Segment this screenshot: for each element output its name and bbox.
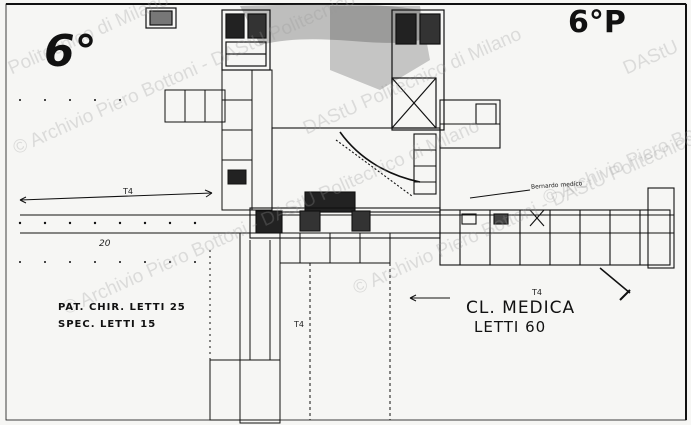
central-atrium [271,99,501,213]
dimension-note: 20 [99,239,111,249]
upper-wing [164,69,273,211]
grid-dots [18,99,197,263]
type-tag: T4 [294,320,304,329]
medical-beds-label: LETTI 60 [474,318,547,336]
special-beds-label: SPEC. LETTI 15 [58,319,157,330]
floor-number: 6° [44,26,97,77]
scan-smudge [240,4,420,46]
north-tower [145,7,445,131]
type-tag: T4 [532,288,542,297]
surgery-beds-label: PAT. CHIR. LETTI 25 [58,302,186,313]
type-tag: T4 [123,187,133,196]
south-wing [209,232,391,424]
direction-arrows [19,189,631,302]
sheet-code: 6°P [568,5,626,40]
main-corridor [20,187,675,269]
medical-clinic-label: CL. MEDICA [466,298,576,318]
